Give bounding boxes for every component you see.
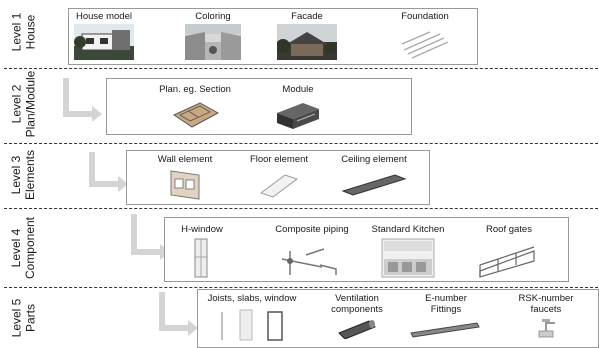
plan-section-item: Plan. eg. Section — [150, 84, 240, 131]
rsk-number-label-line1: RSK-number — [518, 293, 574, 304]
ceiling-element-label: Ceiling element — [341, 154, 407, 165]
composite-piping-label: Composite piping — [275, 224, 349, 235]
level-title: Component — [23, 216, 38, 280]
floor-element-image — [259, 174, 299, 198]
joists-item: Joists, slabs, window — [202, 293, 302, 342]
facade-image — [277, 24, 337, 60]
standard-kitchen-image — [381, 238, 435, 278]
level-1-box — [68, 8, 478, 65]
house-model-item: House model — [70, 11, 138, 60]
level-number: Level 3 — [9, 155, 23, 195]
house-model-image — [74, 24, 134, 60]
floor-element-label: Floor element — [249, 154, 309, 165]
facade-item: Facade — [272, 11, 342, 60]
h-window-label: H-window — [181, 224, 223, 235]
joists-image — [221, 309, 283, 341]
ventilation-item: Ventilation components — [322, 293, 392, 339]
ventilation-label-line2: components — [331, 304, 383, 315]
wall-element-image — [170, 170, 200, 200]
ventilation-label-line1: Ventilation — [335, 293, 379, 304]
coloring-image — [185, 24, 241, 60]
level-2-arrow — [63, 78, 102, 122]
h-window-image — [194, 238, 208, 278]
e-number-item: E-number Fittings — [408, 293, 484, 339]
rsk-number-label-line2: faucets — [530, 304, 562, 315]
module-item: Module — [268, 84, 328, 131]
level-title: House — [22, 14, 37, 50]
floor-element-item: Floor element — [244, 154, 314, 201]
foundation-label: Foundation — [401, 11, 449, 22]
ventilation-image — [338, 320, 376, 339]
e-number-image — [410, 322, 480, 338]
level-title: Parts — [22, 303, 37, 333]
level-title: Plan/Module — [23, 70, 37, 138]
ceiling-element-item: Ceiling element — [334, 154, 414, 201]
rsk-number-item: RSK-number faucets — [506, 293, 586, 339]
joists-label: Joists, slabs, window — [207, 293, 297, 304]
plan-section-label: Plan. eg. Section — [159, 84, 231, 95]
divider-1-2 — [4, 68, 598, 69]
coloring-item: Coloring — [178, 11, 248, 60]
level-number: Level 2 — [9, 84, 23, 124]
facade-label: Facade — [291, 11, 323, 22]
e-number-label-line2: Fittings — [430, 304, 462, 315]
roof-gates-image — [479, 246, 535, 278]
ceiling-element-image — [341, 174, 407, 196]
composite-piping-image — [281, 248, 337, 275]
faucet-image — [538, 319, 555, 338]
module-image — [277, 103, 319, 129]
plan-section-image — [172, 102, 220, 128]
roof-gates-label: Roof gates — [486, 224, 532, 235]
e-number-label-line1: E-number — [425, 293, 467, 304]
level-title: Elements — [23, 149, 37, 201]
standard-kitchen-label: Standard Kitchen — [371, 224, 445, 235]
wall-element-item: Wall element — [150, 154, 220, 201]
level-number: Level 5 — [8, 298, 23, 338]
wall-element-label: Wall element — [157, 154, 213, 165]
level-number: Level 1 — [8, 12, 23, 52]
h-window-item: H-window — [172, 224, 232, 279]
foundation-image — [401, 31, 449, 59]
divider-2-3 — [4, 143, 598, 144]
level-2-box — [106, 78, 412, 135]
composite-piping-item: Composite piping — [270, 224, 354, 279]
divider-3-4 — [4, 208, 598, 209]
house-model-label: House model — [76, 11, 132, 22]
foundation-item: Foundation — [380, 11, 470, 60]
standard-kitchen-item: Standard Kitchen — [368, 224, 448, 279]
divider-4-5 — [4, 287, 598, 288]
coloring-label: Coloring — [195, 11, 231, 22]
level-3-arrow — [89, 152, 128, 192]
level-number: Level 4 — [9, 228, 24, 268]
level-5-arrow — [159, 292, 198, 336]
roof-gates-item: Roof gates — [468, 224, 550, 279]
module-label: Module — [282, 84, 314, 95]
